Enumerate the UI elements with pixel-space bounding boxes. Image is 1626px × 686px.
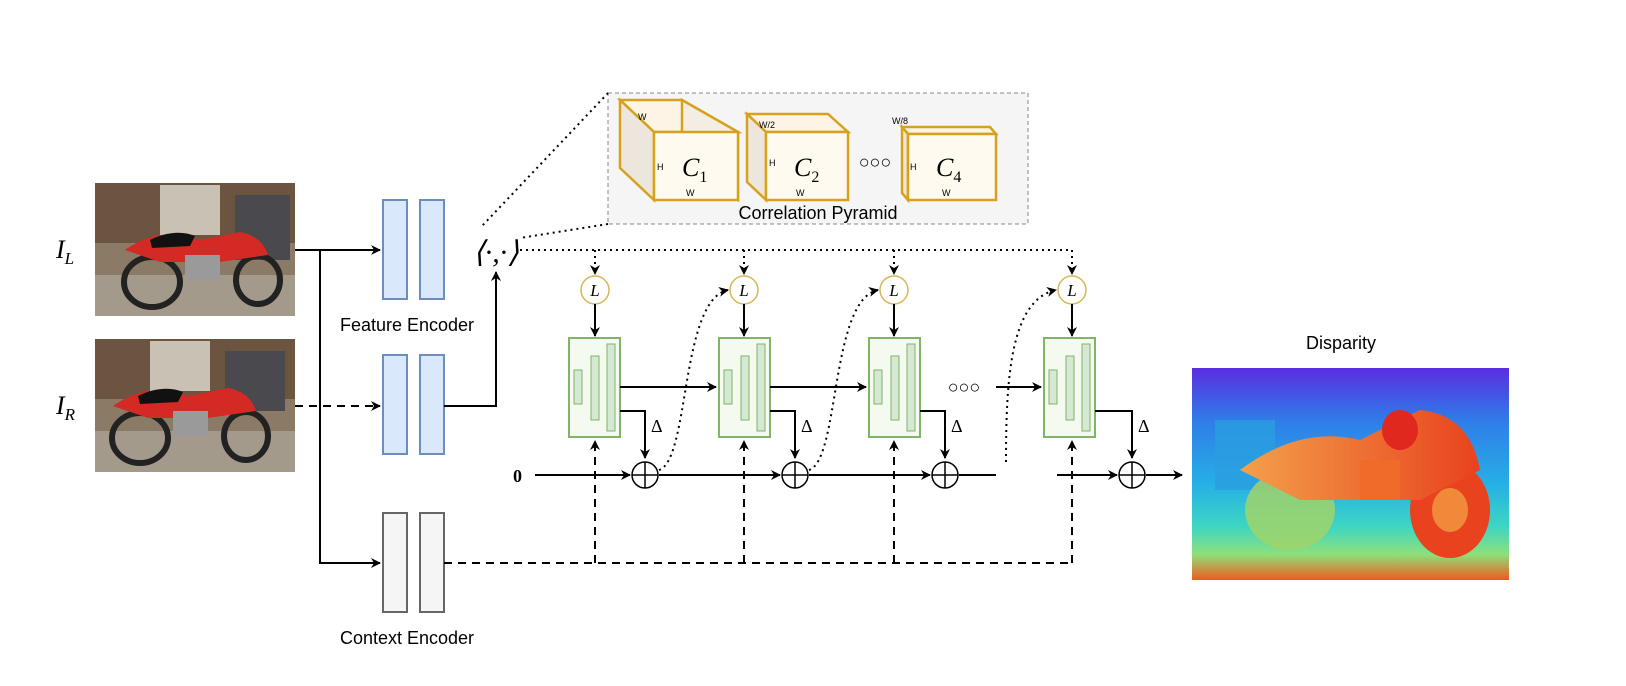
right-input-image <box>95 339 295 472</box>
sum-node-4 <box>1118 461 1146 489</box>
gru-block-3 <box>868 337 921 438</box>
lookup-4: L <box>1057 275 1087 305</box>
correlation-volume-c1 <box>616 97 743 203</box>
pyramid-ellipsis: ○○○ <box>859 152 892 172</box>
feature-encoder-label: Feature Encoder <box>340 315 474 335</box>
feedback-curves <box>658 286 1057 471</box>
c4-label: C4 <box>936 153 961 186</box>
delta-label-2: Δ <box>801 416 813 436</box>
inner-product-symbol: ⟨·,·⟩ <box>473 236 519 269</box>
svg-text:L: L <box>1066 281 1076 300</box>
c1-h: H <box>657 162 664 172</box>
svg-text:L: L <box>738 281 748 300</box>
gru-block-1 <box>568 337 621 438</box>
c1-label: C1 <box>682 153 707 186</box>
gru-ellipsis: ○○○ <box>948 377 981 397</box>
delta-label-1: Δ <box>651 416 663 436</box>
c2-label: C2 <box>794 153 819 186</box>
feature-encoder-right <box>382 354 445 455</box>
delta-label-3: Δ <box>951 416 963 436</box>
svg-text:L: L <box>589 281 599 300</box>
gru-block-4 <box>1043 337 1096 438</box>
gru-block-2 <box>718 337 771 438</box>
context-encoder-label: Context Encoder <box>340 628 474 648</box>
feature-encoder-left <box>382 199 445 300</box>
disparity-label: Disparity <box>1306 333 1376 353</box>
c2-w-top: W/2 <box>759 120 775 130</box>
context-bus <box>444 440 1077 564</box>
delta-label-4: Δ <box>1138 416 1150 436</box>
c1-w-top: W <box>638 112 647 122</box>
zero-init-label: 0 <box>513 466 522 486</box>
delta-arrows <box>620 410 1137 459</box>
context-encoder <box>382 512 445 613</box>
correlation-pyramid-label: Correlation Pyramid <box>738 203 897 223</box>
sum-node-2 <box>781 461 809 489</box>
lookup-3: L <box>879 275 909 305</box>
correlation-volume-c2 <box>743 111 852 203</box>
sum-node-1 <box>631 461 659 489</box>
left-image-label: IL <box>55 235 74 268</box>
lookup-2: L <box>729 275 759 305</box>
c2-h: H <box>769 158 776 168</box>
lookup-to-gru-arrows <box>590 304 1077 337</box>
c1-w-bottom: W <box>686 188 695 198</box>
input-wiring <box>295 245 501 568</box>
c4-w-top: W/8 <box>892 116 908 126</box>
c4-w-bottom: W <box>942 188 951 198</box>
svg-text:L: L <box>888 281 898 300</box>
c4-h: H <box>910 162 917 172</box>
sum-node-3 <box>931 461 959 489</box>
correlation-bus <box>520 249 1077 275</box>
left-input-image <box>95 183 295 316</box>
c2-w-bottom: W <box>796 188 805 198</box>
lookup-1: L <box>580 275 610 305</box>
disparity-map <box>1192 368 1509 580</box>
correlation-volume-c4 <box>899 123 999 204</box>
right-image-label: IR <box>55 391 76 424</box>
